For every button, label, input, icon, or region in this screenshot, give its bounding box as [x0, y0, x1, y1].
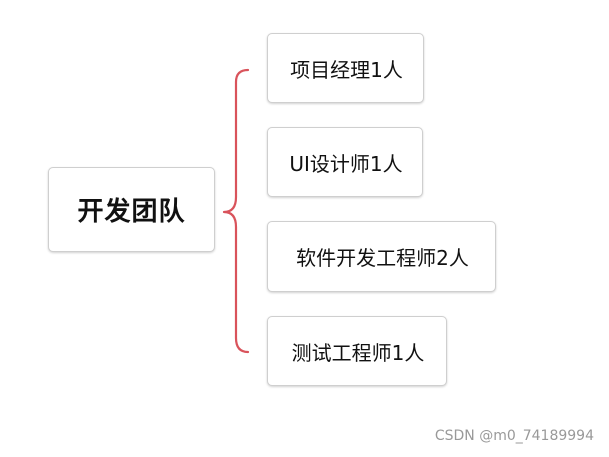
child-node-label: 项目经理1人 — [290, 57, 403, 82]
child-node-ui-designer: UI设计师1人 — [267, 127, 423, 197]
child-node-test-engineer: 测试工程师1人 — [267, 316, 447, 386]
child-node-label: 软件开发工程师2人 — [296, 246, 469, 270]
child-node-software-engineer: 软件开发工程师2人 — [267, 221, 496, 292]
child-node-label: 测试工程师1人 — [291, 340, 425, 365]
watermark: CSDN @m0_74189994 — [434, 428, 594, 444]
child-node-label: UI设计师1人 — [289, 151, 403, 176]
child-node-project-manager: 项目经理1人 — [267, 33, 424, 103]
root-node: 开发团队 — [48, 167, 215, 252]
root-node-label: 开发团队 — [77, 197, 186, 227]
